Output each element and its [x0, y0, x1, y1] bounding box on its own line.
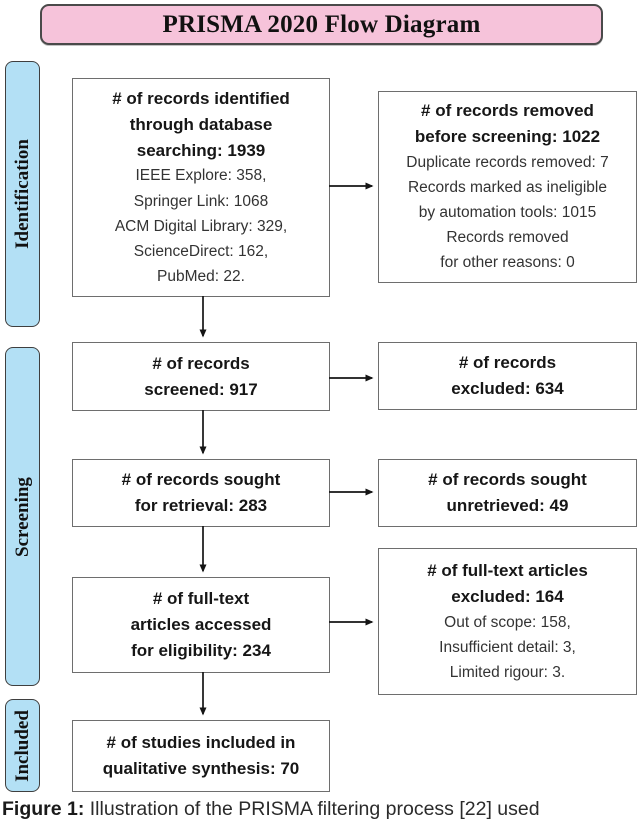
stage-label-screening: Screening [5, 347, 40, 686]
stage-label-included: Included [5, 699, 40, 792]
caption-text: Illustration of the PRISMA filtering pro… [89, 798, 540, 820]
box-fulltext-excluded-details: Out of scope: 158,Insufficient detail: 3… [439, 613, 576, 681]
diagram-title: PRISMA 2020 Flow Diagram [40, 4, 603, 45]
caption-label: Figure 1: [2, 798, 85, 820]
stage-label-included-text: Included [11, 709, 33, 782]
stage-label-identification-text: Identification [11, 139, 33, 249]
figure-caption: Figure 1: Illustration of the PRISMA fil… [2, 797, 640, 821]
stage-label-screening-text: Screening [11, 476, 33, 557]
stage-label-identification: Identification [5, 61, 40, 327]
